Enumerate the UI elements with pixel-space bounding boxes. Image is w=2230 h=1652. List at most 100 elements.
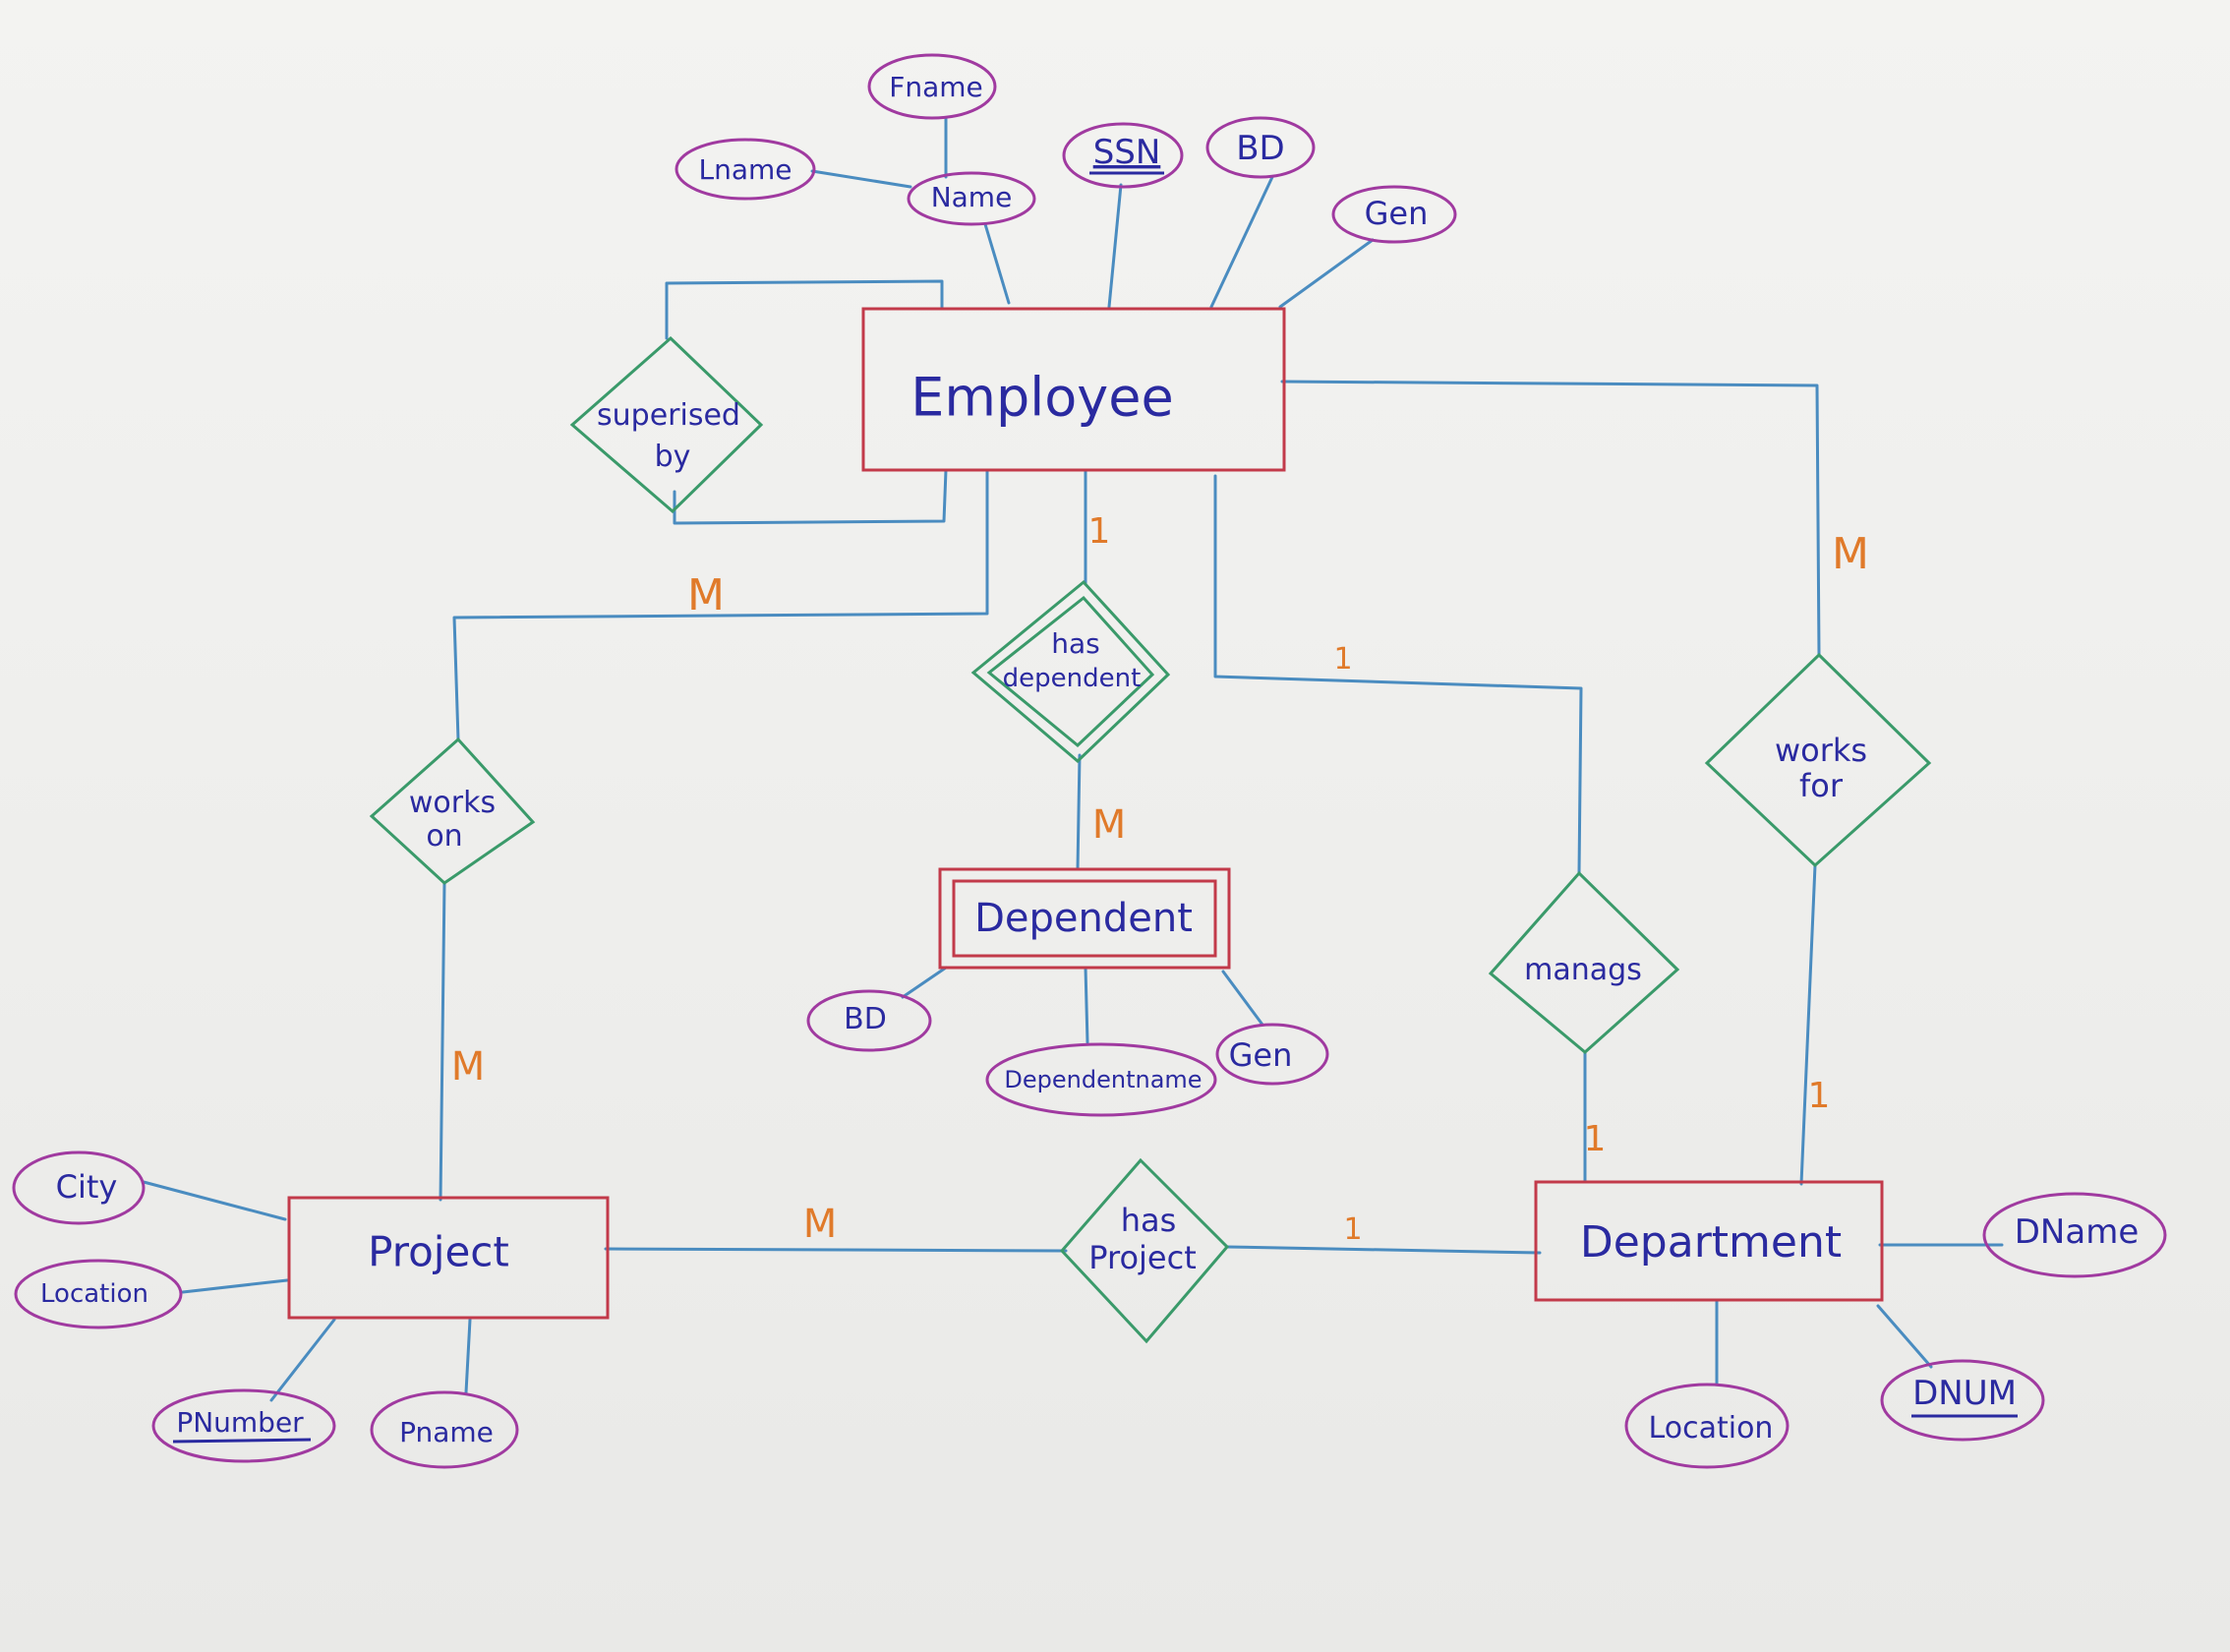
line-department-dnum xyxy=(1876,1304,1933,1369)
attr-pname-ellipse xyxy=(370,1390,519,1469)
attributes-employee xyxy=(675,53,1457,244)
line-worksfor-department xyxy=(1799,863,1817,1186)
line-employee-workson xyxy=(452,468,989,741)
attr-pnumber-ellipse xyxy=(151,1388,336,1463)
line-employee-manages xyxy=(1213,474,1583,875)
attr-name-ellipse xyxy=(907,171,1036,226)
relationship-has-dependent-label-line1: has xyxy=(1051,627,1100,660)
attr-gen-label: Gen xyxy=(1365,195,1429,232)
line-supervised-bottom xyxy=(673,468,948,525)
line-ssn-employee xyxy=(1107,183,1123,309)
attr-lname-ellipse xyxy=(675,138,816,201)
relationship-manages-label: manags xyxy=(1524,953,1642,987)
relationship-supervised-by-label-line1: superised xyxy=(597,398,740,433)
attr-dept-location-label: Location xyxy=(1649,1411,1774,1446)
attr-dept-location-ellipse xyxy=(1624,1383,1790,1469)
relationship-supervised-by-diamond xyxy=(569,335,764,514)
line-dependent-gen xyxy=(1221,970,1264,1027)
attr-pname-label: Pname xyxy=(399,1416,494,1448)
card-hasdependent-dependent: M xyxy=(1092,802,1127,848)
attr-ssn-label: SSN xyxy=(1093,133,1161,172)
attr-dnum-label: DNUM xyxy=(1912,1374,2017,1413)
relationship-works-for-label-line1: works xyxy=(1775,732,1867,769)
entity-employee-box xyxy=(861,307,1286,472)
relationship-has-project-diamond xyxy=(1059,1157,1230,1344)
card-hasdependent-employee: 1 xyxy=(1088,511,1111,552)
attr-dep-name-ellipse xyxy=(985,1042,1217,1117)
attributes-project xyxy=(12,1150,519,1469)
card-worksfor-department: 1 xyxy=(1808,1076,1831,1116)
attr-name-label: Name xyxy=(931,181,1013,213)
card-hasproject-department: 1 xyxy=(1343,1212,1362,1247)
card-workson-employee: M xyxy=(687,570,725,620)
attr-bd-label: BD xyxy=(1236,129,1285,168)
entity-project: Project xyxy=(287,1196,610,1320)
attributes-dependent xyxy=(806,989,1329,1117)
attr-city-ellipse xyxy=(12,1150,146,1225)
attr-gen-ellipse xyxy=(1331,185,1457,244)
card-hasproject-project: M xyxy=(803,1202,838,1247)
entity-dependent-outer-box xyxy=(938,867,1231,970)
attr-dep-name-label: Dependentname xyxy=(1004,1066,1202,1093)
card-worksfor-employee: M xyxy=(1832,529,1869,579)
attr-dname-label: DName xyxy=(2015,1212,2140,1252)
relationship-has-project-label-line2: Project xyxy=(1088,1239,1196,1276)
relationship-supervised-by: superised by xyxy=(569,335,764,514)
attr-dnum-ellipse xyxy=(1880,1359,2045,1442)
attribute-labels-dependent: BD Dependentname Gen xyxy=(844,1002,1292,1093)
relationship-works-for-diamond xyxy=(1704,652,1932,868)
relationship-works-for-label-line2: for xyxy=(1799,767,1844,804)
attr-dname-ellipse xyxy=(1982,1192,2167,1278)
line-bd-employee xyxy=(1209,175,1274,309)
card-manages-employee: 1 xyxy=(1333,642,1352,677)
attribute-labels-project: City Location PNumber Pname xyxy=(40,1168,494,1448)
entity-department: Department xyxy=(1534,1180,1884,1302)
attr-city-label: City xyxy=(56,1168,118,1206)
line-hasproject-department xyxy=(1225,1245,1542,1255)
relationship-has-dependent-label-line2: dependent xyxy=(1003,664,1142,693)
attr-dep-bd-label: BD xyxy=(844,1002,887,1036)
attribute-labels-department: DName Location DNUM xyxy=(1649,1212,2140,1446)
entity-department-box xyxy=(1534,1180,1884,1302)
line-workson-project xyxy=(439,881,446,1202)
attr-proj-location-ellipse xyxy=(14,1259,183,1329)
entity-dependent-inner-box xyxy=(952,879,1217,958)
attr-lname-label: Lname xyxy=(698,153,792,186)
attr-proj-location-label: Location xyxy=(40,1279,148,1309)
relationship-supervised-by-label-line2: by xyxy=(655,440,691,474)
line-hasdependent-dependent xyxy=(1076,753,1082,871)
line-employee-worksfor xyxy=(1280,380,1821,657)
card-manages-department: 1 xyxy=(1584,1119,1607,1159)
entity-dependent: Dependent xyxy=(938,867,1231,970)
entity-project-box xyxy=(287,1196,610,1320)
attr-pnumber-underline xyxy=(172,1438,312,1444)
relationship-works-on-label-line1: works xyxy=(409,786,496,820)
attribute-labels-employee: Fname Lname Name SSN BD Gen xyxy=(698,71,1428,232)
card-workson-project: M xyxy=(451,1044,486,1090)
line-project-hasproject xyxy=(604,1247,1068,1253)
attributes-department xyxy=(1624,1192,2167,1469)
line-lname-name xyxy=(810,169,912,189)
relationship-has-dependent-inner-diamond xyxy=(986,595,1155,747)
relationship-manages: manags xyxy=(1488,870,1680,1054)
relationship-works-on: works on xyxy=(369,737,536,885)
attr-bd-ellipse xyxy=(1205,116,1316,179)
line-supervised-top xyxy=(665,279,944,340)
relationship-works-for: works for xyxy=(1704,652,1932,868)
line-project-pnumber xyxy=(269,1318,336,1402)
attr-fname-ellipse xyxy=(867,53,997,120)
line-project-location xyxy=(181,1278,289,1294)
line-project-city xyxy=(142,1180,287,1221)
attr-dep-gen-label: Gen xyxy=(1229,1036,1293,1074)
relationship-has-project-label-line1: has xyxy=(1121,1202,1177,1239)
entity-employee-label: Employee xyxy=(910,367,1173,429)
relationship-has-dependent: has dependent xyxy=(970,579,1171,764)
relationship-works-on-diamond xyxy=(369,737,536,885)
line-name-employee xyxy=(983,222,1011,305)
relationship-has-dependent-outer-diamond xyxy=(970,579,1171,764)
entity-department-label: Department xyxy=(1580,1217,1842,1268)
attr-dep-gen-ellipse xyxy=(1215,1023,1329,1086)
relationship-has-project: has Project xyxy=(1059,1157,1230,1344)
cardinality-labels: M M 1 M 1 1 M 1 M 1 xyxy=(451,511,1869,1247)
